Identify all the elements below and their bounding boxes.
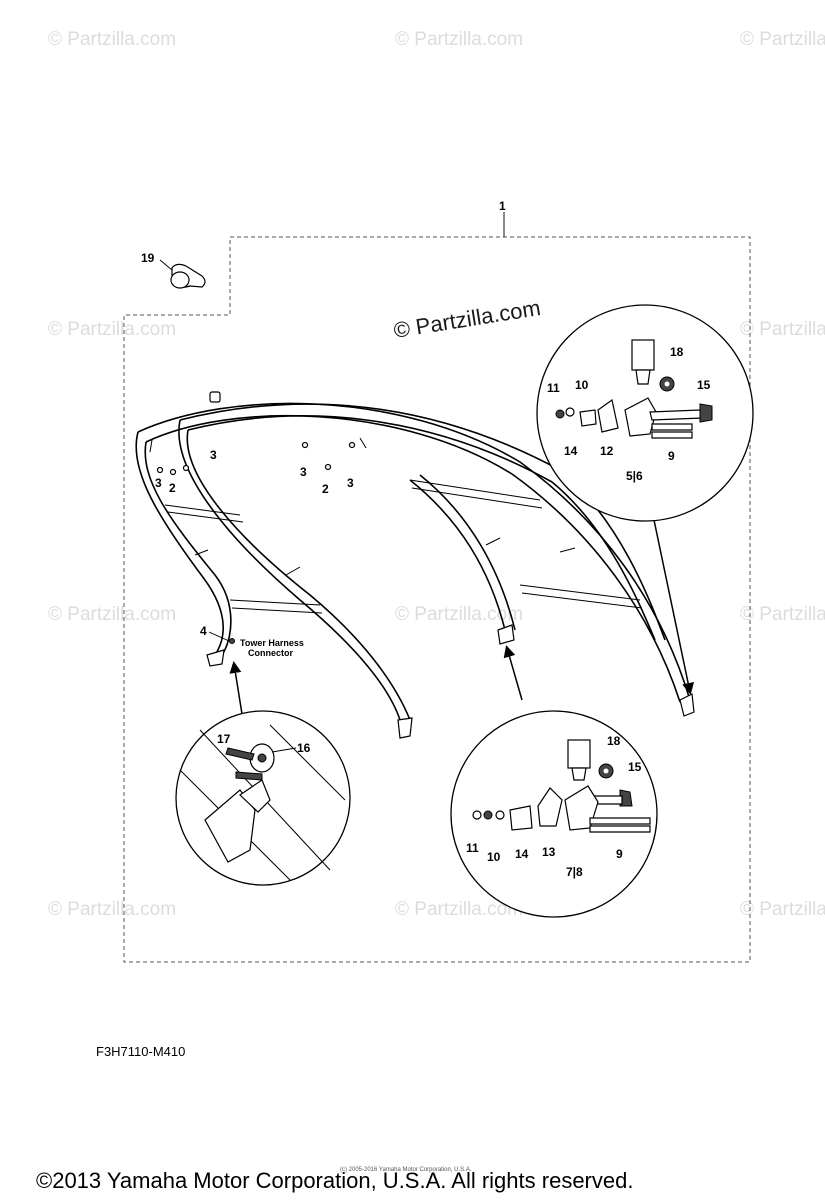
- detail-circle-left: [175, 710, 351, 886]
- watermark: © Partzilla.com: [48, 604, 176, 625]
- callout-3: 3: [300, 465, 307, 479]
- callout-11: 11: [466, 841, 479, 855]
- callout-10: 10: [487, 850, 501, 864]
- callout-9: 9: [616, 847, 623, 861]
- cap-part-19: 19: [141, 251, 206, 289]
- callout-3: 3: [210, 448, 217, 462]
- watermark: © Partzilla.com: [48, 29, 176, 50]
- watermark: © Partzilla.com: [740, 604, 825, 625]
- kit-boundary: [123, 236, 751, 963]
- callout-19: 19: [141, 251, 155, 265]
- detail-circle-top: [536, 304, 754, 522]
- watermark: © Partzilla.com: [740, 29, 825, 50]
- harness-note-line2: Connector: [248, 648, 293, 658]
- callout-18: 18: [670, 345, 684, 359]
- small-copyright: (c) 2005-2016 Yamaha Motor Corporation, …: [340, 1167, 472, 1173]
- callout-7-8: 7|8: [566, 865, 583, 879]
- callout-15: 15: [628, 760, 642, 774]
- detail-circle-right: [450, 710, 658, 918]
- callout-14: 14: [564, 444, 578, 458]
- diagram-code: F3H7110-M410: [96, 1044, 185, 1059]
- callout-13: 13: [542, 845, 556, 859]
- callout-2: 2: [322, 482, 329, 496]
- callout-5-6: 5|6: [626, 469, 643, 483]
- callout-4: 4: [200, 624, 207, 638]
- callout-12: 12: [600, 444, 614, 458]
- watermark: © Partzilla.com: [395, 29, 523, 50]
- watermark: © Partzilla.com: [395, 604, 523, 625]
- watermark: © Partzilla.com: [48, 319, 176, 340]
- callout-15: 15: [697, 378, 711, 392]
- watermark: © Partzilla.com: [395, 899, 523, 920]
- callout-18: 18: [607, 734, 621, 748]
- copyright-notice: ©2013 Yamaha Motor Corporation, U.S.A. A…: [36, 1168, 633, 1193]
- watermark: © Partzilla.com: [740, 319, 825, 340]
- harness-note-line1: Tower Harness: [240, 638, 304, 648]
- watermark: © Partzilla.com: [740, 899, 825, 920]
- pointer-arrows: [229, 519, 695, 715]
- callout-11: 11: [547, 381, 560, 395]
- callout-14: 14: [515, 847, 529, 861]
- callout-3: 3: [347, 476, 354, 490]
- callout-9: 9: [668, 449, 675, 463]
- callout-17: 17: [217, 732, 231, 746]
- callout-2: 2: [169, 481, 176, 495]
- watermark-group: © Partzilla.com © Partzilla.com © Partzi…: [48, 29, 825, 920]
- callout-3: 3: [155, 476, 162, 490]
- callout-16: 16: [297, 741, 311, 755]
- callout-10: 10: [575, 378, 589, 392]
- watermark: © Partzilla.com: [48, 899, 176, 920]
- callout-1: 1: [499, 199, 506, 213]
- wakeboard-tower: [135, 391, 695, 739]
- watermark-center: © Partzilla.com: [392, 295, 542, 343]
